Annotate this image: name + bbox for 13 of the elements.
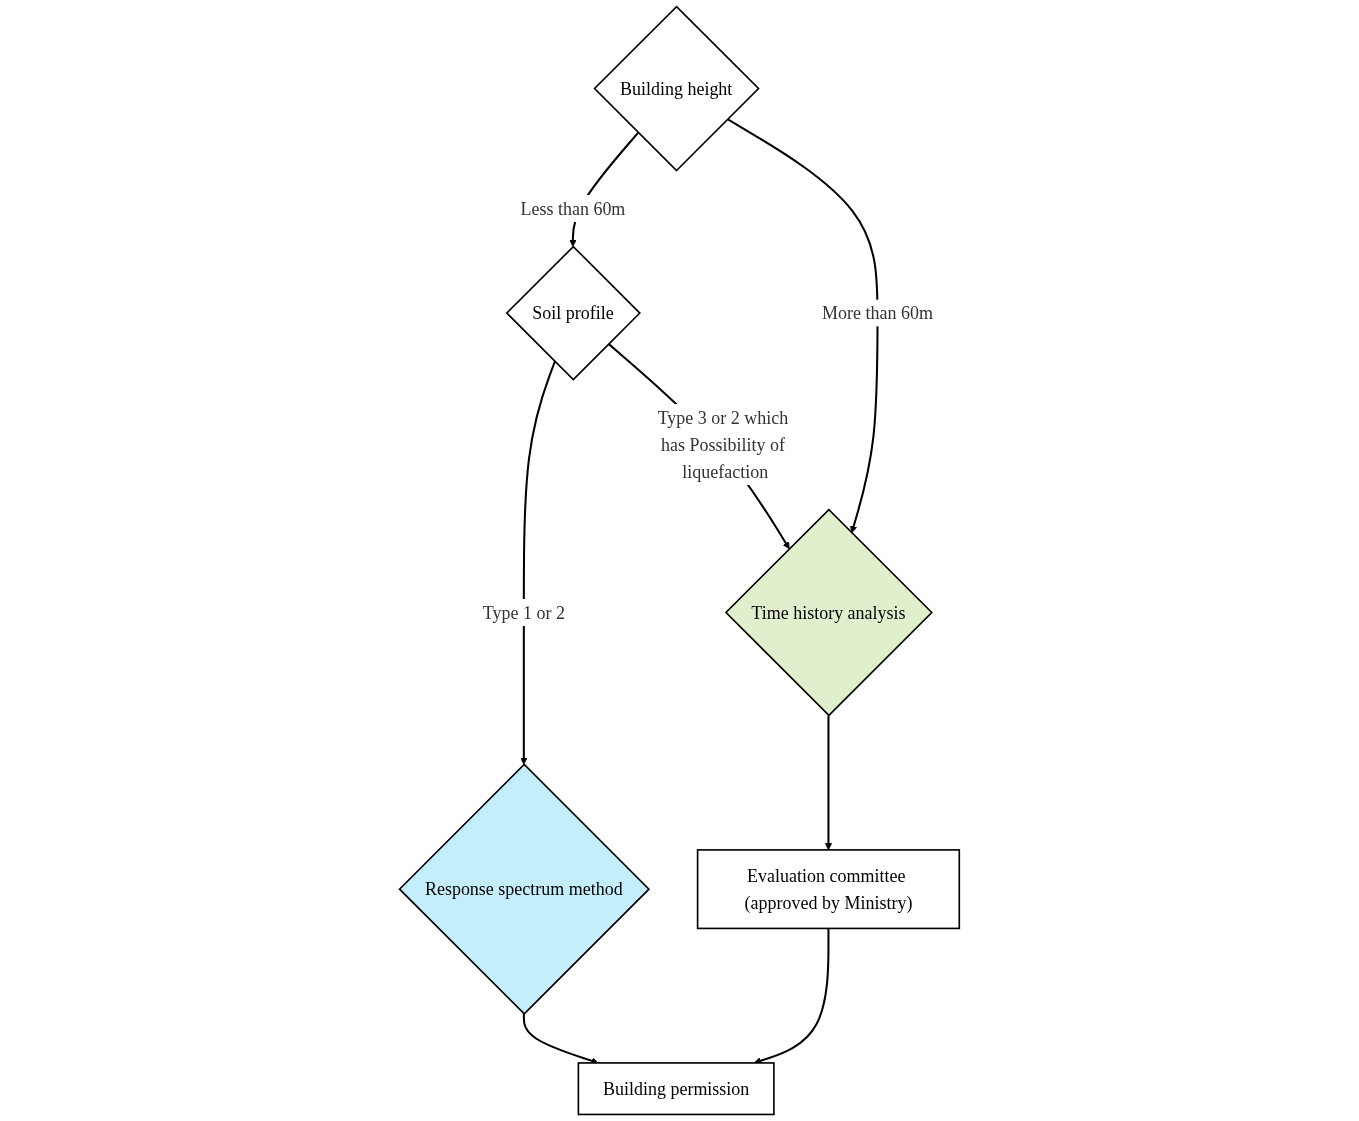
node-diamond: Time history analysis bbox=[724, 508, 933, 717]
arrow bbox=[727, 118, 879, 534]
edge-label: Less than 60m bbox=[520, 198, 626, 219]
edge-label: Type 1 or 2 bbox=[482, 602, 566, 623]
node-diamond: Response spectrum method bbox=[398, 763, 651, 1015]
arrow bbox=[520, 361, 556, 765]
node-box: Evaluation committee (approved by Ministry) bbox=[696, 849, 961, 930]
arrow bbox=[824, 715, 833, 851]
edge-label: Type 3 or 2 which has Possibility of liquefaction bbox=[657, 407, 789, 482]
edge-label: More than 60m bbox=[822, 302, 934, 324]
node-box: Building permission bbox=[577, 1062, 775, 1116]
node-diamond: Soil profile bbox=[505, 245, 642, 381]
node-diamond: Building height bbox=[593, 5, 760, 172]
